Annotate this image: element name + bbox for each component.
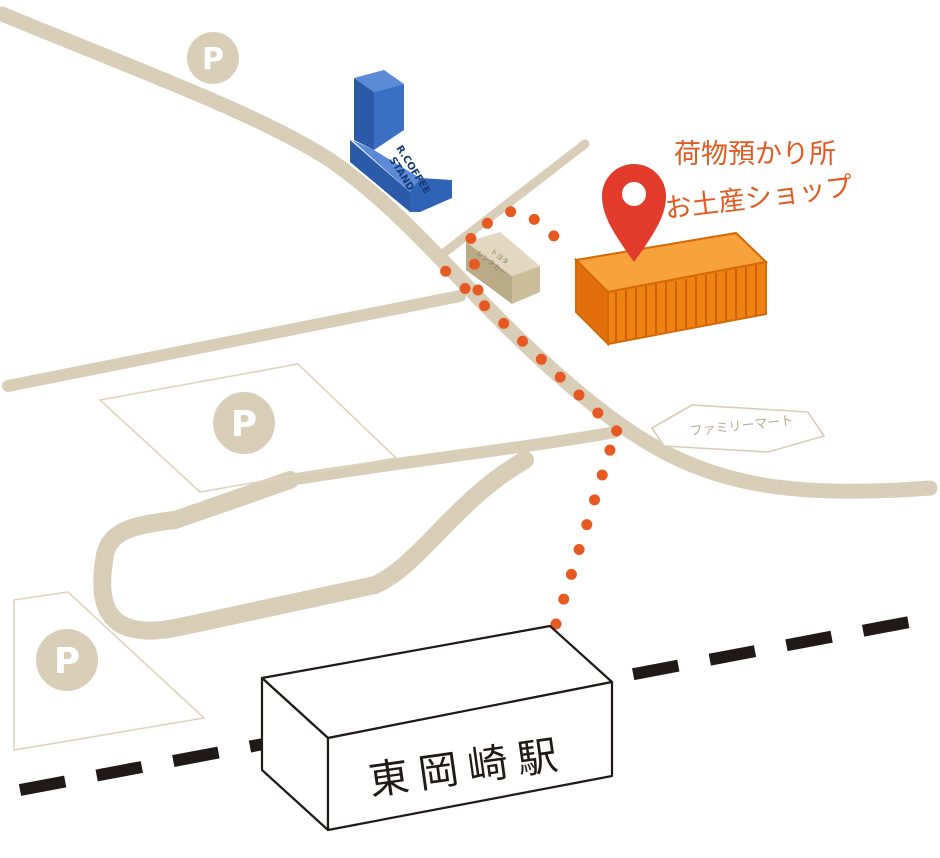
parking-lot-center [98,363,398,493]
map-pin-icon [602,164,666,262]
parking-badge-top: P [187,32,239,84]
station-building [260,624,614,832]
luggage-shop-label-line1: 荷物預かり所 [674,139,836,170]
walking-route [427,203,630,630]
parking-label: P [231,404,257,445]
road-west [2,290,466,392]
parking-lot-southwest [13,591,206,751]
road-northeast [435,139,590,261]
parking-badge-center: P [213,392,275,454]
luggage-shop-label-line2: お土産ショップ [663,171,854,225]
parking-label: P [202,42,224,77]
parking-lots [13,363,398,751]
main-road [0,6,938,499]
luggage-shop-building [573,231,769,347]
convenience-store: ファミリーマート [650,404,826,453]
rental-car-building: トヨタ レンタカー [466,232,540,304]
parking-badge-southwest: P [36,629,98,691]
road-south-branch [284,426,621,486]
roads [0,6,938,640]
road-loop [93,451,534,640]
parking-label: P [54,641,80,682]
